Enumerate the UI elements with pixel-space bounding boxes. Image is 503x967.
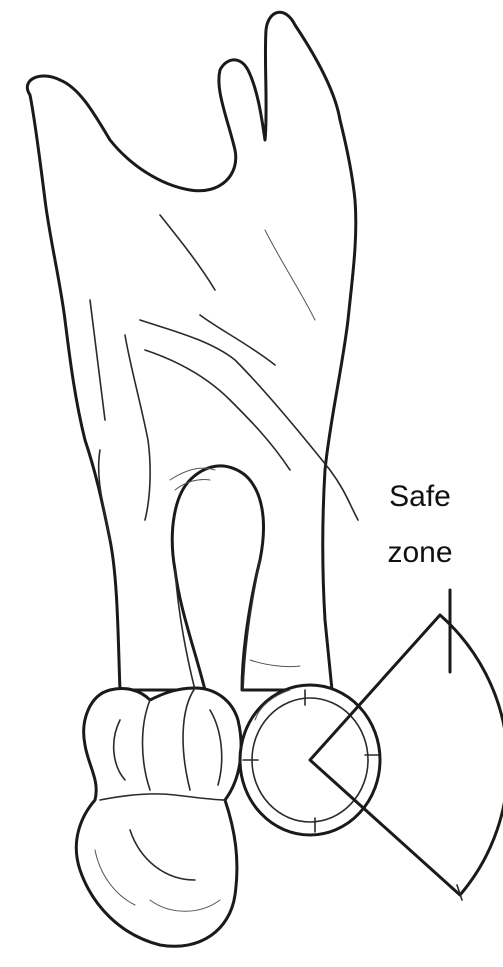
carpal-bones — [76, 688, 241, 946]
scapula-outline — [27, 12, 355, 690]
safe-zone-label-line2: zone — [360, 536, 480, 570]
safe-zone-label-line1: Safe — [360, 480, 480, 514]
